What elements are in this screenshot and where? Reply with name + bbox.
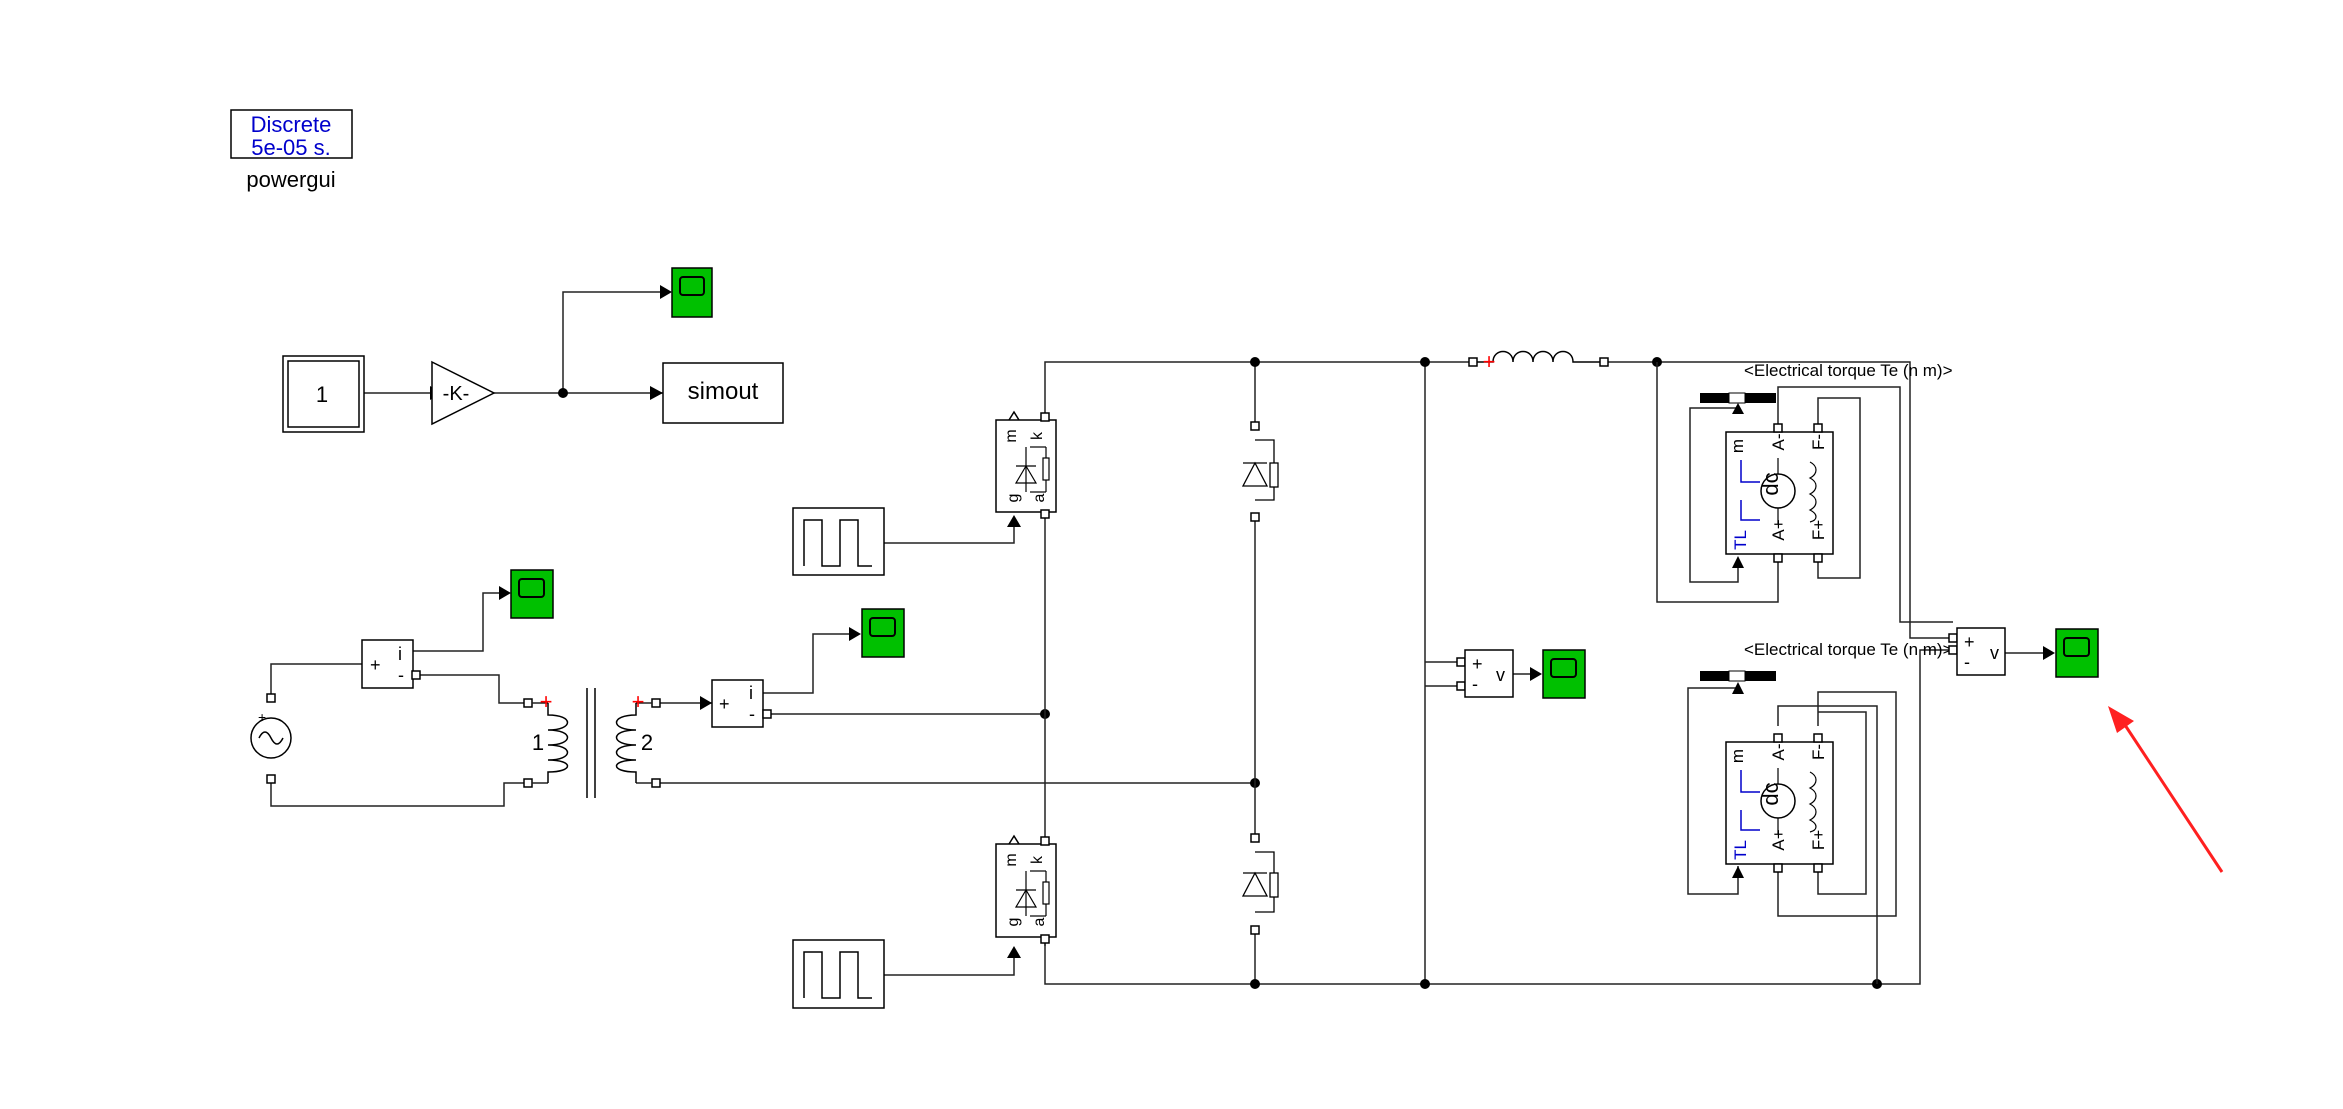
meas-symbol: i xyxy=(749,683,753,703)
secondary-winding-icon xyxy=(615,703,637,783)
motor-core-label: dc xyxy=(1758,782,1783,805)
diode-icon xyxy=(1241,851,1279,913)
thyristor-k-label: k xyxy=(1029,855,1046,864)
meas-symbol: v xyxy=(1496,665,1505,685)
meas-plus: + xyxy=(1472,654,1483,674)
meas-symbol: i xyxy=(398,644,402,664)
annotation-arrow xyxy=(2108,706,2224,873)
motor-aminus-label: A- xyxy=(1769,744,1788,761)
signal-wires xyxy=(270,285,2055,989)
motor-aplus-label: A+ xyxy=(1769,519,1788,540)
constant-block[interactable]: 1 xyxy=(282,355,365,433)
diode-icon xyxy=(1241,439,1279,501)
motor-fminus-label: F- xyxy=(1809,744,1828,760)
meas-minus: - xyxy=(1472,674,1478,694)
svg-text:+: + xyxy=(632,689,645,714)
thyristor-m-label: m xyxy=(1003,853,1020,866)
thyristor-k-label: k xyxy=(1029,431,1046,440)
powergui-name: powergui xyxy=(246,167,335,192)
smoothing-inductor[interactable]: + xyxy=(1468,349,1609,374)
current-measurement-2[interactable]: + i - xyxy=(711,679,772,728)
meas-minus: - xyxy=(749,704,755,724)
linear-transformer[interactable]: + + 1 2 xyxy=(523,688,661,798)
powergui-sample-time: 5e-05 s. xyxy=(251,135,331,160)
motor-m-label: m xyxy=(1728,749,1747,763)
voltage-measurement-1[interactable]: + - v xyxy=(1456,649,1514,698)
source-polarity: + xyxy=(258,709,266,725)
pulse-generator-1[interactable] xyxy=(792,507,885,576)
dc-machine-2[interactable]: <Electrical torque Te (n m)> m TL A- F- … xyxy=(1700,640,1953,878)
scope-icon xyxy=(869,617,896,637)
diode-2[interactable] xyxy=(1241,833,1279,935)
winding-1-label: 1 xyxy=(532,730,544,755)
gain-value: -K- xyxy=(443,383,470,405)
meas-minus: - xyxy=(398,665,404,685)
diode-1[interactable] xyxy=(1241,421,1279,522)
powergui-block[interactable]: Discrete 5e-05 s. powergui xyxy=(230,109,353,192)
thyristor-g-label: g xyxy=(1005,494,1022,503)
thyristor-1[interactable]: m k g a xyxy=(995,410,1057,519)
thyristor-2[interactable]: m k g a xyxy=(995,834,1057,944)
motor-fplus-label: F+ xyxy=(1809,830,1828,850)
thyristor-icon xyxy=(1014,446,1050,493)
pulse-icon xyxy=(803,951,872,999)
voltage-measurement-2[interactable]: + - v xyxy=(1948,627,2006,676)
current-measurement-1[interactable]: + i - xyxy=(361,639,421,689)
scope-icon xyxy=(518,578,545,598)
motor-core-label: dc xyxy=(1758,472,1783,495)
constant-value: 1 xyxy=(316,382,328,407)
scope-icon xyxy=(2063,637,2090,657)
motor-tl-label: TL xyxy=(1731,530,1750,550)
scope-source-current[interactable] xyxy=(510,569,554,619)
pulse-icon xyxy=(803,519,872,567)
dc-machine-icon xyxy=(1740,768,1817,834)
svg-text:+: + xyxy=(1483,349,1496,374)
scope-motor-voltage[interactable] xyxy=(2055,628,2099,678)
primary-winding-icon xyxy=(547,703,569,783)
meas-minus: - xyxy=(1964,652,1970,672)
scope-gain[interactable] xyxy=(671,267,713,318)
scope-secondary-current[interactable] xyxy=(861,608,905,658)
motor-aplus-label: A+ xyxy=(1769,829,1788,850)
meas-plus: + xyxy=(1964,632,1975,652)
torque-output-label-1: <Electrical torque Te (n m)> xyxy=(1744,361,1953,380)
to-workspace-name: simout xyxy=(688,378,759,405)
thyristor-a-label: a xyxy=(1031,917,1048,926)
thyristor-g-label: g xyxy=(1005,918,1022,927)
torque-output-label-2: <Electrical torque Te (n m)> xyxy=(1744,640,1953,659)
thyristor-m-label: m xyxy=(1003,429,1020,442)
meas-plus: + xyxy=(719,694,730,714)
meas-symbol: v xyxy=(1990,643,1999,663)
meas-plus: + xyxy=(370,655,381,675)
motor-fplus-label: F+ xyxy=(1809,520,1828,540)
scope-icon xyxy=(1550,658,1577,678)
to-workspace-block[interactable]: simout xyxy=(662,362,784,424)
ac-voltage-source[interactable]: + xyxy=(250,693,292,784)
motor-aminus-label: A- xyxy=(1769,434,1788,451)
inductor-icon xyxy=(1477,350,1600,363)
powergui-mode: Discrete xyxy=(251,112,332,137)
motor-fminus-label: F- xyxy=(1809,434,1828,450)
motor-m-label: m xyxy=(1728,439,1747,453)
dc-machine-icon xyxy=(1740,458,1817,524)
motor-tl-label: TL xyxy=(1731,840,1750,860)
pulse-generator-2[interactable] xyxy=(792,939,885,1009)
svg-text:+: + xyxy=(540,689,553,714)
gain-block[interactable]: -K- xyxy=(431,360,496,426)
scope-dc-voltage[interactable] xyxy=(1542,649,1586,699)
ac-source-icon xyxy=(258,731,284,745)
thyristor-icon xyxy=(1014,870,1050,917)
dc-machine-1[interactable]: <Electrical torque Te (n m)> m TL A- F- … xyxy=(1700,361,1953,568)
scope-icon xyxy=(679,276,705,296)
winding-2-label: 2 xyxy=(641,730,653,755)
thyristor-a-label: a xyxy=(1031,493,1048,502)
